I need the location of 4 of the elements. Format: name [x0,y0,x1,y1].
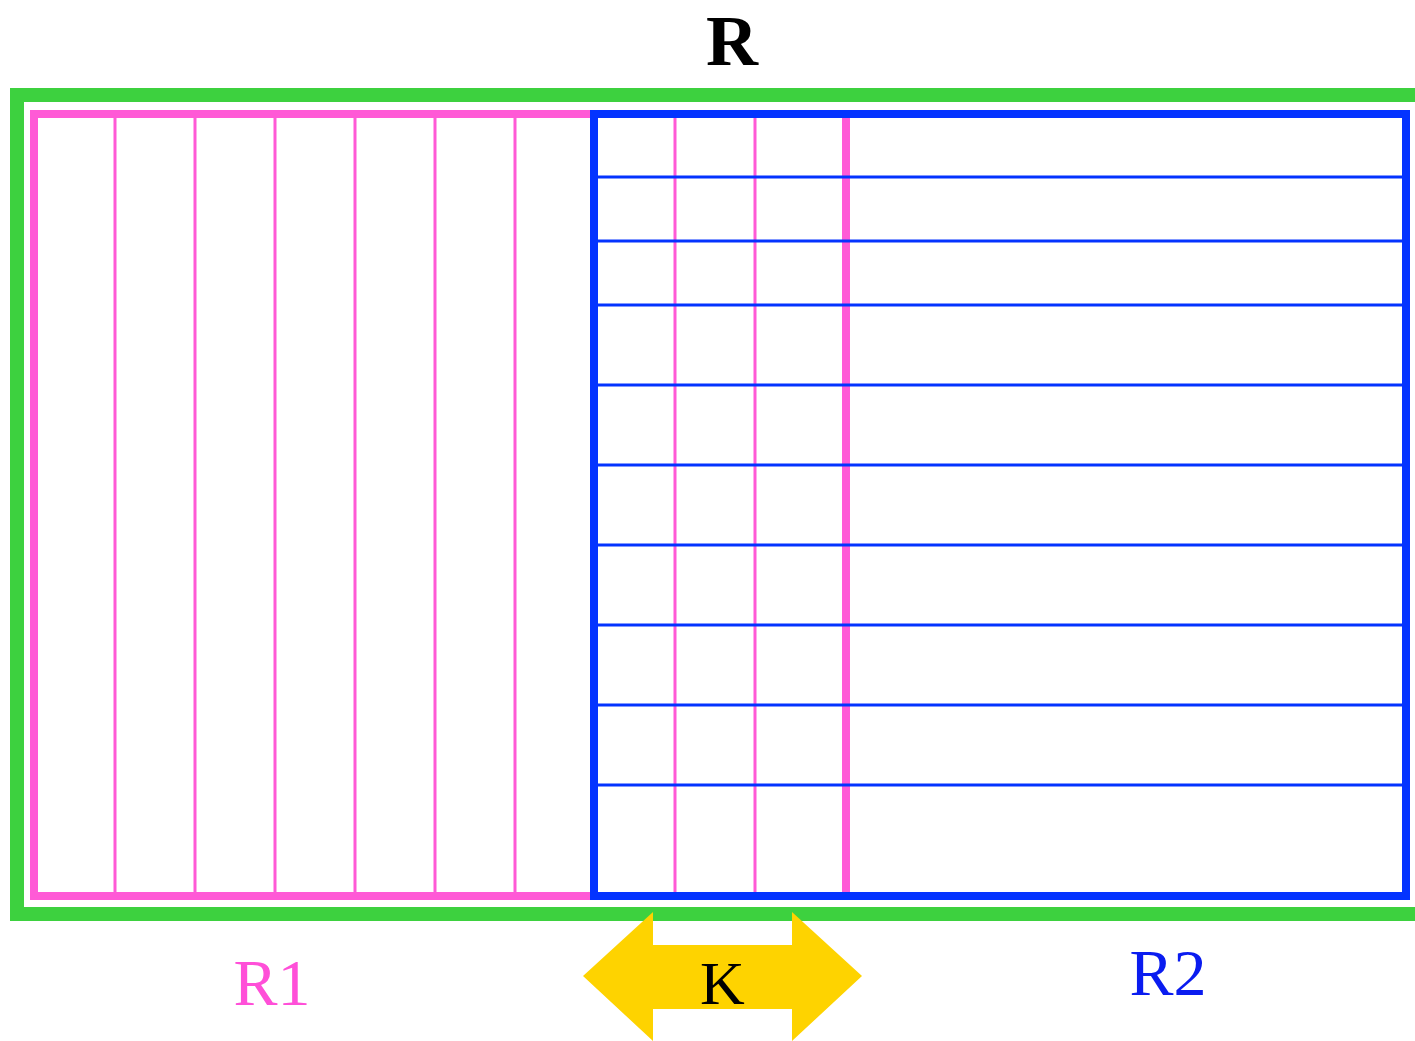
region-label: R1 [232,950,312,1016]
region-label: R2 [1128,940,1208,1006]
region-title: R [705,5,760,77]
arrow-label: K [699,952,746,1014]
